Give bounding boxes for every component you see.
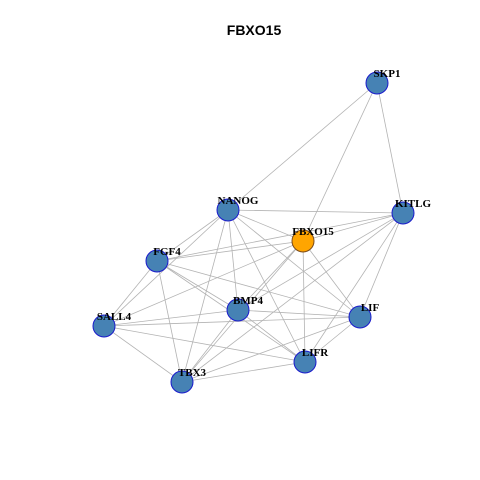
node-label-lif: LIF xyxy=(361,302,380,314)
edge-nanog-fgf4 xyxy=(156,209,229,262)
edge-lif-tbx3 xyxy=(181,316,361,383)
edge-fbxo15-fgf4 xyxy=(156,240,304,262)
node-fbxo15 xyxy=(291,229,315,253)
node-label-bmp4: BMP4 xyxy=(233,295,263,307)
edge-fgf4-lif xyxy=(156,260,361,318)
edge-skp1-nanog xyxy=(227,82,378,211)
edge-kitlg-lif xyxy=(359,212,404,318)
node-label-tbx3: TBX3 xyxy=(178,367,207,379)
edge-skp1-fbxo15 xyxy=(302,82,378,242)
edge-nanog-lifr xyxy=(227,209,306,363)
node-skp1 xyxy=(365,71,389,95)
edge-lif-lifr xyxy=(304,316,361,363)
edges-layer xyxy=(103,82,404,383)
node-tbx3 xyxy=(170,370,194,394)
edge-fgf4-sall4 xyxy=(103,260,158,327)
node-label-skp1: SKP1 xyxy=(374,68,401,80)
edge-kitlg-tbx3 xyxy=(181,212,404,383)
node-sall4 xyxy=(92,314,116,338)
nodes-layer xyxy=(92,71,415,394)
node-fgf4 xyxy=(145,249,169,273)
edge-lifr-tbx3 xyxy=(181,361,306,383)
node-label-lifr: LIFR xyxy=(302,347,329,359)
node-lif xyxy=(348,305,372,329)
edge-lif-sall4 xyxy=(103,316,361,327)
node-label-kitlg: KITLG xyxy=(395,198,432,210)
node-label-nanog: NANOG xyxy=(218,195,259,207)
edge-skp1-kitlg xyxy=(376,82,404,214)
edge-kitlg-fbxo15 xyxy=(302,212,404,242)
edge-sall4-tbx3 xyxy=(103,325,183,383)
edge-fgf4-bmp4 xyxy=(156,260,239,311)
node-label-fbxo15: FBXO15 xyxy=(292,226,334,238)
graph-title: FBXO15 xyxy=(227,22,282,38)
edge-bmp4-lifr xyxy=(237,309,306,363)
edge-nanog-bmp4 xyxy=(227,209,239,311)
edge-bmp4-lif xyxy=(237,309,361,318)
edge-fbxo15-bmp4 xyxy=(237,240,304,311)
edge-kitlg-lifr xyxy=(304,212,404,363)
edge-nanog-fbxo15 xyxy=(227,209,304,242)
node-kitlg xyxy=(391,201,415,225)
edge-fgf4-tbx3 xyxy=(156,260,183,383)
edge-nanog-tbx3 xyxy=(181,209,229,383)
edge-kitlg-bmp4 xyxy=(237,212,404,311)
edge-fbxo15-sall4 xyxy=(103,240,304,327)
edge-nanog-kitlg xyxy=(227,209,404,214)
edge-sall4-lifr xyxy=(103,325,306,363)
edge-nanog-lif xyxy=(227,209,361,318)
edge-kitlg-fgf4 xyxy=(156,212,404,262)
node-label-fgf4: FGF4 xyxy=(153,246,181,258)
node-label-sall4: SALL4 xyxy=(97,311,132,323)
node-lifr xyxy=(293,350,317,374)
node-bmp4 xyxy=(226,298,250,322)
edge-bmp4-sall4 xyxy=(103,309,239,327)
node-nanog xyxy=(216,198,240,222)
edge-fbxo15-lif xyxy=(302,240,361,318)
